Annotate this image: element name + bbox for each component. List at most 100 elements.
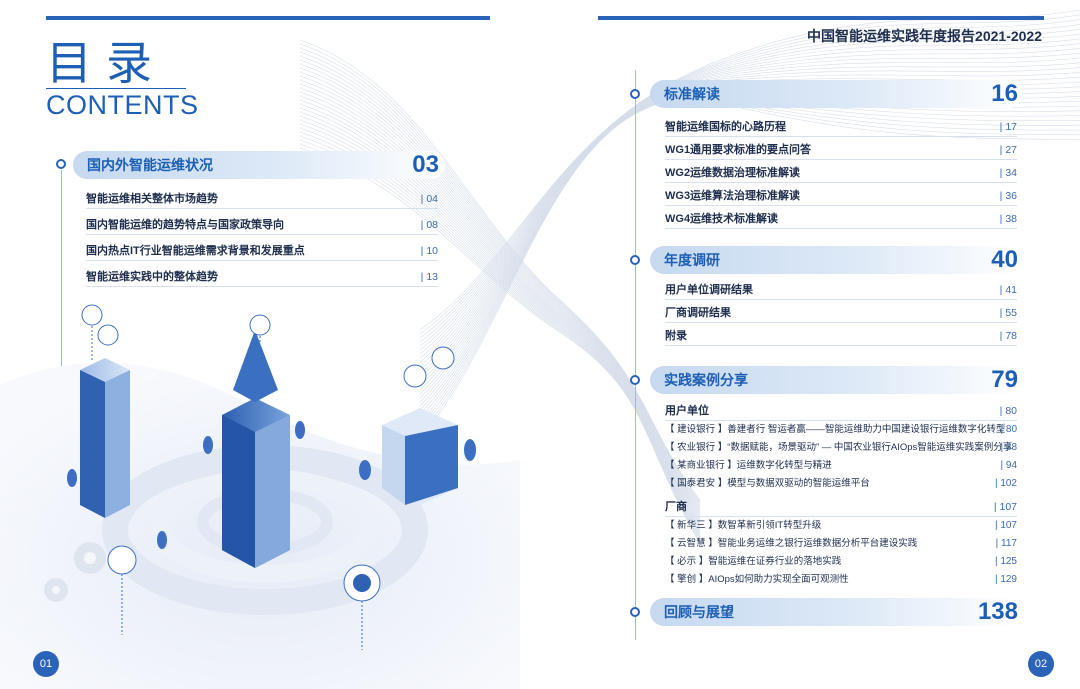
- toc-entry[interactable]: 【 云智慧 】智能业务运维之银行运维数据分析平台建设实践 | 117: [665, 534, 1017, 554]
- toc-entry-divider: [665, 136, 1017, 137]
- toc-entry[interactable]: 智能运维相关整体市场趋势 | 04: [86, 189, 438, 209]
- toc-entry-page: | 38: [999, 213, 1017, 225]
- toc-entry[interactable]: 用户单位 | 80: [665, 401, 1017, 421]
- toc-entry-page: | 117: [995, 538, 1017, 549]
- toc-entry-divider: [665, 159, 1017, 160]
- toc-entry-divider: [665, 205, 1017, 206]
- toc-entry-divider: [86, 260, 438, 261]
- section-label: 回顾与展望: [664, 604, 734, 620]
- city-illustration: [0, 304, 520, 689]
- toc-entry-title: 智能运维相关整体市场趋势: [86, 193, 218, 205]
- toc-entry-page: | 125: [994, 556, 1017, 567]
- toc-entry-title: WG3运维算法治理标准解读: [665, 190, 801, 202]
- toc-entry[interactable]: 智能运维实践中的整体趋势 | 13: [86, 267, 438, 287]
- toc-entry-title: WG2运维数据治理标准解读: [665, 167, 801, 179]
- toc-entry-title: 【 擎创 】AIOps如何助力实现全面可观测性: [665, 574, 849, 585]
- section-heading[interactable]: 年度调研 40: [650, 246, 1022, 274]
- report-title: 中国智能运维实践年度报告2021-2022: [807, 28, 1042, 44]
- toc-entry-title: 厂商调研结果: [665, 307, 731, 319]
- section-heading[interactable]: 实践案例分享 79: [650, 366, 1022, 394]
- toc-entry[interactable]: WG4运维技术标准解读 | 38: [665, 209, 1017, 229]
- toc-entry-page: | 88: [1000, 442, 1018, 453]
- toc-entry[interactable]: 【 国泰君安 】模型与数据双驱动的智能运维平台 | 102: [665, 474, 1017, 494]
- toc-entry-page: | 36: [999, 190, 1017, 202]
- section-page-number: 79: [991, 366, 1018, 393]
- left-timeline: [61, 170, 62, 390]
- toc-entry[interactable]: 附录 | 78: [665, 326, 1017, 346]
- toc-entry-page: | 17: [999, 121, 1017, 133]
- toc-entry-page: | 13: [420, 271, 438, 283]
- toc-entry[interactable]: WG1通用要求标准的要点问答 | 27: [665, 140, 1017, 160]
- toc-entry[interactable]: 【 某商业银行 】运维数字化转型与精进 | 94: [665, 456, 1017, 476]
- toc-entry[interactable]: WG2运维数据治理标准解读 | 34: [665, 163, 1017, 183]
- toc-entry-title: 【 云智慧 】智能业务运维之银行运维数据分析平台建设实践: [665, 538, 918, 549]
- toc-entry[interactable]: 厂商| 107: [665, 497, 1017, 517]
- toc-entry-page: | 107: [994, 520, 1017, 531]
- toc-entry-page: | 102: [994, 478, 1017, 489]
- section-page-number: 03: [412, 151, 439, 178]
- section-label: 实践案例分享: [664, 372, 748, 388]
- toc-entry-title: WG4运维技术标准解读: [665, 213, 779, 225]
- toc-entry-page: | 94: [1000, 460, 1018, 471]
- toc-entry-page: | 80: [1000, 424, 1018, 435]
- toc-entry-title: 附录: [665, 330, 687, 342]
- toc-entry-title: 【 新华三 】数智革新引领IT转型升级: [665, 520, 822, 531]
- toc-entry[interactable]: 【 建设银行 】善建者行 智运者赢——智能运维助力中国建设银行运维数字化转型| …: [665, 420, 1017, 440]
- toc-entry[interactable]: 【 农业银行 】“数据赋能，场景驱动” — 中国农业银行AIOps智能运维实践案…: [665, 438, 1017, 458]
- toc-entry-page: | 129: [994, 574, 1017, 585]
- title-divider: [46, 88, 186, 89]
- section-page-number: 16: [991, 80, 1018, 107]
- toc-entry[interactable]: 国内智能运维的趋势特点与国家政策导向| 08: [86, 215, 438, 235]
- toc-entry-divider: [665, 420, 1017, 421]
- toc-entry[interactable]: 【 新华三 】数智革新引领IT转型升级 | 107: [665, 516, 1017, 536]
- toc-entry-page: | 78: [999, 330, 1017, 342]
- toc-entry-title: WG1通用要求标准的要点问答: [665, 144, 812, 156]
- toc-entry-page: | 107: [993, 501, 1017, 513]
- toc-entry-title: 【 农业银行 】“数据赋能，场景驱动” — 中国农业银行AIOps智能运维实践案…: [665, 442, 1013, 453]
- section-label: 国内外智能运维状况: [87, 157, 213, 173]
- toc-entry-page: | 55: [999, 307, 1017, 319]
- toc-entry-title: 【 国泰君安 】模型与数据双驱动的智能运维平台: [665, 478, 870, 489]
- section-marker: [56, 159, 66, 169]
- toc-entry-title: 【 必示 】智能运维在证券行业的落地实践: [665, 556, 842, 567]
- toc-entry-title: 智能运维实践中的整体趋势: [86, 271, 218, 283]
- toc-entry-page: | 34: [999, 167, 1017, 179]
- section-marker: [630, 89, 640, 99]
- page-number-left: 01: [33, 651, 59, 677]
- top-rule-right: [598, 16, 1044, 20]
- toc-entry-title: 智能运维国标的心路历程: [665, 121, 786, 133]
- toc-entry-page: | 27: [999, 144, 1017, 156]
- toc-entry[interactable]: 用户单位调研结果| 41: [665, 280, 1017, 300]
- section-label: 标准解读: [664, 86, 720, 102]
- section-heading-intl[interactable]: 国内外智能运维状况 03: [73, 151, 445, 179]
- toc-entry-divider: [86, 208, 438, 209]
- toc-entry[interactable]: WG3运维算法治理标准解读 | 36: [665, 186, 1017, 206]
- toc-entry-page: | 10: [420, 245, 438, 257]
- toc-entry-divider: [86, 286, 438, 287]
- toc-entry[interactable]: 厂商调研结果 | 55: [665, 303, 1017, 323]
- toc-entry-page: | 80: [999, 405, 1017, 417]
- toc-entry[interactable]: 【 擎创 】AIOps如何助力实现全面可观测性 | 129: [665, 570, 1017, 590]
- toc-entry-title: 【 建设银行 】善建者行 智运者赢——智能运维助力中国建设银行运维数字化转型: [665, 424, 1006, 435]
- toc-entry-divider: [665, 182, 1017, 183]
- section-page-number: 40: [991, 246, 1018, 273]
- toc-entry-page: | 41: [999, 284, 1017, 296]
- toc-entry-divider: [665, 299, 1017, 300]
- toc-entry-page: | 04: [420, 193, 438, 205]
- toc-entry[interactable]: 【 必示 】智能运维在证券行业的落地实践 | 125: [665, 552, 1017, 572]
- toc-entry-divider: [665, 516, 1017, 517]
- toc-entry-title: 用户单位: [665, 405, 709, 417]
- toc-entry-title: 国内热点IT行业智能运维需求背景和发展重点: [86, 245, 305, 257]
- toc-entry[interactable]: 国内热点IT行业智能运维需求背景和发展重点 | 10: [86, 241, 438, 261]
- section-marker: [630, 607, 640, 617]
- right-timeline: [635, 70, 636, 640]
- section-heading[interactable]: 标准解读 16: [650, 80, 1022, 108]
- section-label: 年度调研: [664, 252, 720, 268]
- toc-entry[interactable]: 智能运维国标的心路历程 | 17: [665, 117, 1017, 137]
- toc-entry-page: | 08: [420, 219, 438, 231]
- toc-entry-divider: [665, 322, 1017, 323]
- toc-entry-title: 【 某商业银行 】运维数字化转型与精进: [665, 460, 832, 471]
- page-number-right: 02: [1028, 651, 1054, 677]
- toc-entry-divider: [665, 345, 1017, 346]
